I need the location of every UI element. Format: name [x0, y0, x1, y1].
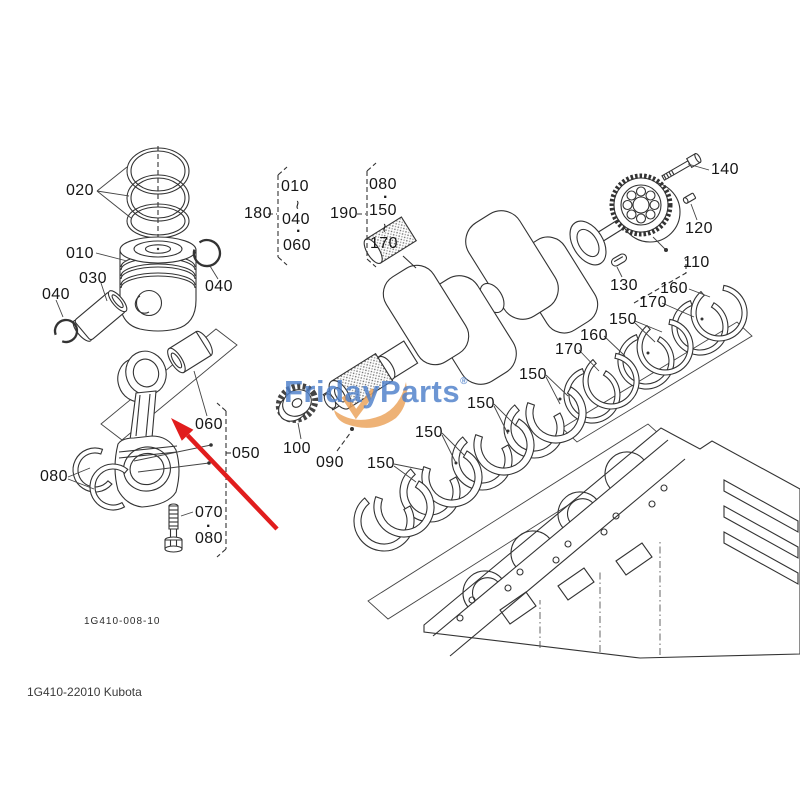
watermark-reg-mark: ®	[460, 376, 468, 387]
part-label: 110	[683, 254, 710, 271]
part-label: 150	[609, 311, 637, 328]
part-label: ·	[383, 189, 389, 206]
part-label: 150	[367, 455, 395, 472]
part-label: 100	[283, 440, 311, 457]
part-label: 040	[42, 286, 70, 303]
leader-lines	[56, 164, 710, 516]
part-label: 150	[519, 366, 547, 383]
group-brackets	[217, 163, 686, 557]
part-label: 030	[79, 270, 107, 287]
engine-block-drawing	[424, 428, 800, 658]
part-label: 010	[281, 178, 309, 195]
piston-drawing	[120, 237, 196, 331]
part-label: 060	[283, 237, 311, 254]
dowel-pin-drawing	[682, 193, 695, 204]
connecting-rod-drawing	[112, 346, 179, 507]
watermark: FridayParts®	[284, 374, 468, 428]
part-label: ~	[287, 200, 305, 210]
part-label: 080	[369, 176, 397, 193]
part-label: 120	[685, 220, 713, 237]
rod-bushing-drawing	[164, 329, 215, 376]
part-label: 180	[244, 205, 272, 222]
part-label: 150	[415, 424, 443, 441]
part-label: 090	[316, 454, 344, 471]
part-label: 010	[66, 245, 94, 262]
part-label: 070	[195, 504, 223, 521]
part-label: 040	[205, 278, 233, 295]
part-label: 050	[232, 445, 260, 462]
highlight-arrow	[171, 418, 277, 529]
part-label: 150	[467, 395, 495, 412]
timing-gear-drawing	[612, 176, 680, 242]
rod-bolt-drawing	[165, 504, 182, 552]
part-label: 170	[639, 294, 667, 311]
part-label: 150	[369, 202, 397, 219]
piston-pin-drawing	[70, 288, 130, 344]
part-label: 190	[330, 205, 358, 222]
part-label: 060	[195, 416, 223, 433]
part-label: 040	[282, 211, 310, 228]
part-label: ~	[374, 223, 392, 233]
crankshaft-drawing	[320, 202, 629, 415]
key-drawing	[610, 253, 628, 268]
part-label: 020	[66, 182, 94, 199]
part-label: 170	[555, 341, 583, 358]
coupler-drawing	[271, 379, 322, 427]
part-label: 080	[195, 530, 223, 547]
footer-part-code: 1G410-22010 Kubota	[27, 685, 142, 699]
watermark-text: FridayParts	[284, 374, 461, 409]
part-label: 080	[40, 468, 68, 485]
part-label: 160	[660, 280, 688, 297]
part-label: 130	[610, 277, 638, 294]
gear-bolt-drawing	[661, 153, 702, 183]
circlip-drawings	[55, 240, 220, 342]
part-label: 140	[711, 161, 739, 178]
part-label: ·	[206, 518, 212, 535]
part-label: 170	[370, 235, 398, 252]
watermark-swoosh-icon	[334, 382, 407, 428]
rod-bearing-shells	[73, 448, 128, 510]
part-label: 160	[580, 327, 608, 344]
part-label: ·	[296, 223, 302, 240]
figure-code: 1G410-008-10	[84, 616, 161, 627]
